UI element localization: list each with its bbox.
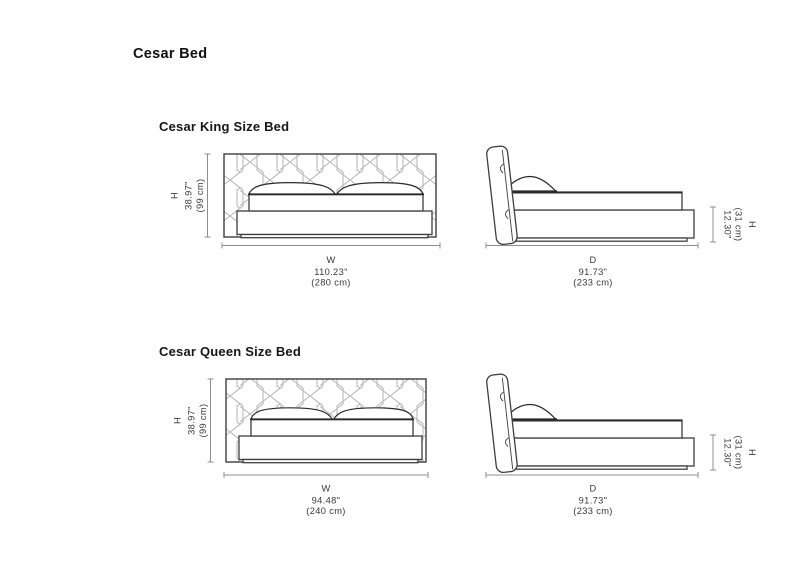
king-side-view	[485, 144, 695, 247]
queen-side-depth-dimension: D 91.73" (233 cm)	[485, 472, 699, 516]
king-front-width-axis: W	[326, 255, 335, 265]
king-side-depth-axis: D	[589, 255, 596, 265]
pillow-right	[332, 407, 414, 420]
queen-front-width-inches: 94.48"	[312, 496, 341, 506]
queen-side-rail-height-axis: H	[747, 449, 757, 456]
queen-front-view	[225, 378, 427, 464]
section-title-queen: Cesar Queen Size Bed	[159, 344, 301, 359]
king-side-rail-height-inches: 12.30"	[722, 210, 732, 239]
plinth	[242, 458, 419, 464]
plinth	[240, 233, 429, 239]
queen-side-depth-inches: 91.73"	[579, 496, 608, 506]
king-side-rail-height-axis: H	[747, 221, 757, 228]
king-side-depth-inches: 91.73"	[579, 267, 608, 277]
king-side-rail-height-dimension: 12.30" (31 cm) H	[710, 206, 757, 243]
queen-front-width-axis: W	[321, 484, 330, 494]
page-title: Cesar Bed	[133, 46, 208, 62]
queen-side-depth-cm: (233 cm)	[573, 506, 612, 516]
queen-side-view	[485, 372, 695, 475]
queen-side-rail-height-inches: 12.30"	[722, 438, 732, 467]
pillow-right	[335, 181, 424, 195]
queen-front-height-inches: 38.97"	[186, 406, 196, 435]
pillow-left	[250, 407, 334, 420]
queen-side-rail-height-dimension: 12.30" (31 cm) H	[710, 434, 757, 471]
queen-side-rail-height-cm: (31 cm)	[733, 436, 743, 470]
bed-base	[236, 210, 433, 236]
mattress	[250, 418, 414, 437]
section-title-king: Cesar King Size Bed	[159, 119, 290, 134]
king-front-height-cm: (99 cm)	[195, 179, 205, 213]
king-front-height-inches: 38.97"	[183, 181, 193, 210]
king-side-depth-dimension: D 91.73" (233 cm)	[485, 242, 699, 288]
king-front-view	[223, 153, 437, 239]
bed-base	[238, 435, 423, 461]
king-front-height-axis: H	[169, 192, 179, 199]
pillow-left	[248, 181, 337, 195]
queen-front-width-dimension: W 94.48" (240 cm)	[223, 472, 429, 516]
queen-front-height-cm: (99 cm)	[198, 404, 208, 438]
king-side-depth-cm: (233 cm)	[573, 278, 612, 288]
mattress	[248, 193, 424, 212]
queen-front-width-cm: (240 cm)	[306, 506, 345, 516]
king-front-height-dimension: H 38.97" (99 cm)	[169, 153, 211, 238]
king-front-width-cm: (280 cm)	[311, 278, 350, 288]
king-side-rail-height-cm: (31 cm)	[733, 208, 743, 242]
king-front-width-inches: 110.23"	[314, 267, 348, 277]
queen-front-height-axis: H	[172, 417, 182, 424]
queen-front-height-dimension: H 38.97" (99 cm)	[172, 378, 214, 463]
king-front-width-dimension: W 110.23" (280 cm)	[221, 242, 441, 288]
queen-side-depth-axis: D	[589, 484, 596, 494]
